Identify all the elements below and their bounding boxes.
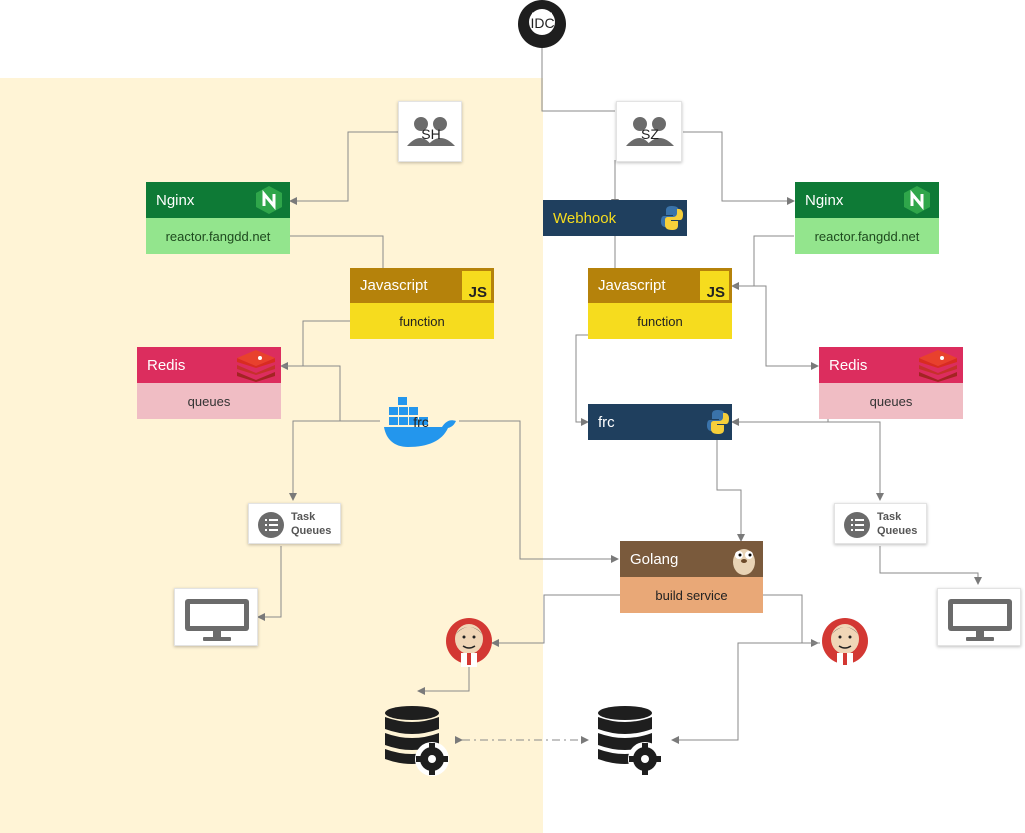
monitor-icon (948, 599, 1012, 641)
redis-icon (237, 350, 275, 382)
sh-javascript-title: Javascript (360, 277, 428, 294)
webhook-title: Webhook (553, 209, 617, 227)
sz-nginx-sub: reactor.fangdd.net (795, 218, 939, 254)
sz-redis-title: Redis (829, 356, 868, 374)
sz-javascript-title: Javascript (598, 277, 666, 294)
database-gear-icon (385, 706, 449, 776)
sz-task-queues-line2: Queues (877, 525, 918, 537)
sz-task-queues-node: Task Queues (834, 503, 927, 544)
sz-monitor-node (937, 588, 1021, 646)
sh-frc-label: frc (413, 414, 429, 430)
sh-task-queues-line1: Task (291, 511, 316, 523)
task-queues-icon (844, 512, 870, 538)
docker-icon (384, 397, 456, 447)
sh-redis-node: Redis queues (137, 347, 281, 419)
sz-nginx-title: Nginx (805, 191, 844, 209)
sh-monitor-node (174, 588, 258, 646)
sh-redis-sub: queues (137, 383, 281, 419)
idc-node: IDC (516, 0, 569, 48)
svg-text:JS: JS (469, 284, 487, 300)
nginx-icon (256, 186, 282, 214)
team-icon (407, 117, 455, 146)
redis-icon (919, 350, 957, 382)
jenkins-icon (446, 618, 492, 667)
sh-frc-node: frc (380, 395, 462, 450)
team-icon (626, 117, 674, 146)
golang-node: Golang build service (620, 541, 763, 613)
sh-nginx-node: Nginx reactor.fangdd.net (146, 182, 290, 254)
monitor-icon (185, 599, 249, 641)
python-icon (661, 206, 683, 230)
sh-redis-title: Redis (147, 356, 186, 374)
sz-redis-node: Redis queues (819, 347, 963, 419)
sz-task-queues-line1: Task (877, 511, 902, 523)
sh-task-queues-node: Task Queues (248, 503, 341, 544)
github-icon (518, 0, 566, 48)
python-icon (707, 410, 729, 434)
sh-javascript-node: Javascript JS function (350, 268, 494, 339)
database-gear-icon (598, 706, 662, 776)
sh-nginx-sub: reactor.fangdd.net (146, 218, 290, 254)
idc-label: IDC (530, 15, 555, 31)
nginx-icon (904, 186, 930, 214)
sh-task-queues-line2: Queues (291, 525, 332, 537)
sz-javascript-node: Javascript JS function (588, 268, 732, 339)
sz-frc-title: frc (598, 413, 615, 431)
sz-team-node: SZ (616, 101, 682, 162)
javascript-icon: JS (700, 271, 729, 301)
gopher-icon (733, 549, 755, 575)
sh-team-label: SH (421, 126, 441, 142)
task-queues-icon (258, 512, 284, 538)
svg-text:JS: JS (707, 284, 725, 300)
sh-nginx-title: Nginx (156, 191, 195, 209)
sz-team-label: SZ (641, 126, 659, 142)
golang-sub: build service (620, 577, 763, 613)
sh-javascript-sub: function (350, 303, 494, 339)
sz-redis-sub: queues (819, 383, 963, 419)
golang-title: Golang (630, 550, 679, 568)
sz-nginx-node: Nginx reactor.fangdd.net (795, 182, 939, 254)
sh-team-node: SH (398, 101, 462, 162)
javascript-icon: JS (462, 271, 491, 301)
sz-javascript-sub: function (588, 303, 732, 339)
jenkins-icon (822, 618, 868, 667)
